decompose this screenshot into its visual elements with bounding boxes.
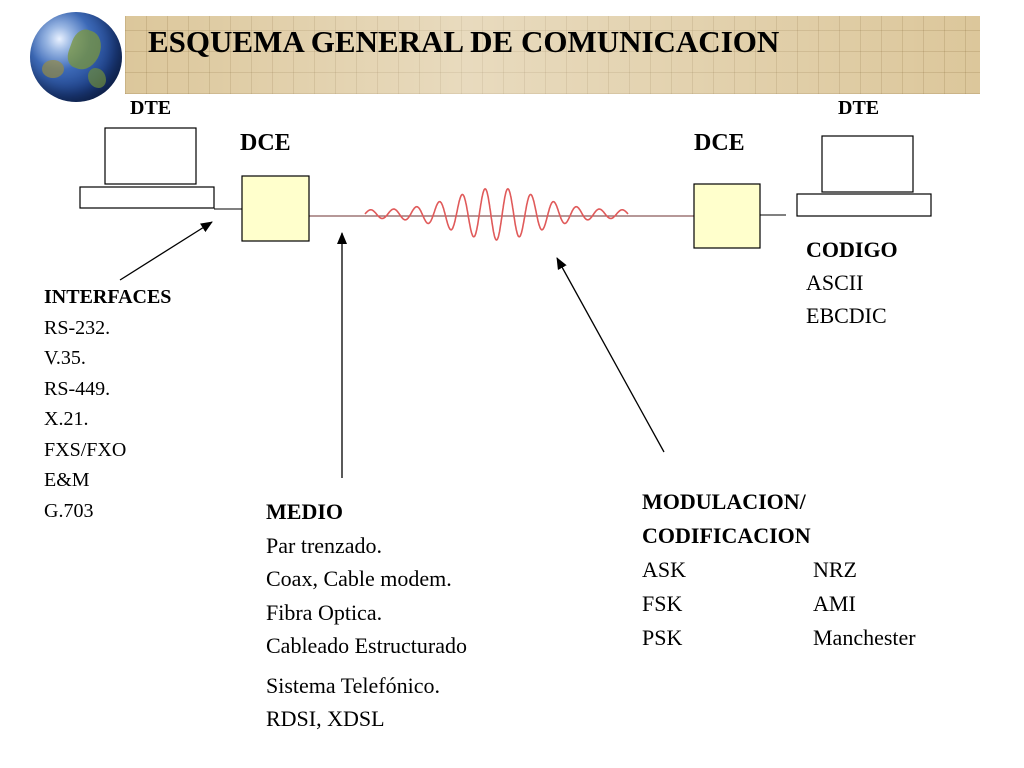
modulacion-heading: MODULACION/ [642, 489, 806, 514]
dte-left-monitor [104, 127, 197, 185]
codigo-item: ASCII [806, 270, 864, 295]
globe-land [42, 60, 64, 78]
interface-item: RS-232. [44, 316, 111, 339]
interfaces-heading: INTERFACES [44, 286, 172, 308]
dte-right-label: DTE [838, 97, 880, 119]
globe-land [88, 68, 106, 88]
title-band [125, 16, 980, 94]
dte-left-base [79, 186, 215, 209]
codigo-heading: CODIGO [806, 237, 898, 262]
dte-left-computer [79, 127, 215, 209]
interface-item: FXS/FXO [44, 438, 127, 461]
interface-item: RS-449. [44, 377, 111, 400]
coding-type: Manchester [813, 625, 916, 650]
modulation-type: FSK [642, 591, 683, 616]
medio-item: Par trenzado. [266, 532, 383, 558]
medio-block: MEDIO Par trenzado. Coax, Cable modem. F… [266, 495, 467, 736]
medio-item: Coax, Cable modem. [266, 566, 452, 591]
modulation-type: ASK [642, 557, 687, 582]
dce-left-box [241, 175, 310, 242]
interface-item: V.35. [44, 347, 86, 369]
medio-heading: MEDIO [266, 499, 343, 524]
dte-right-base [796, 193, 932, 217]
codigo-item: EBCDIC [806, 303, 887, 328]
medio-item: Fibra Optica. [266, 599, 383, 625]
modulacion-row: FSK AMI [642, 587, 916, 621]
coding-type: NRZ [813, 557, 857, 582]
signal-wave [364, 187, 629, 241]
medio-item: Sistema Telefónico. [266, 672, 441, 698]
dte-right-monitor [821, 135, 914, 193]
codificacion-heading: CODIFICACION [642, 523, 811, 548]
dte-left-label: DTE [130, 97, 172, 119]
interfaces-block: INTERFACES RS-232. V.35. RS-449. X.21. F… [44, 282, 171, 526]
dce-right-label: DCE [694, 130, 745, 156]
modulacion-row: ASK NRZ [642, 553, 916, 587]
codigo-block: CODIGO ASCII EBCDIC [806, 233, 898, 332]
modulacion-row: PSK Manchester [642, 621, 916, 655]
interface-item: E&M [44, 469, 90, 491]
globe-logo [30, 12, 122, 102]
dce-left-label: DCE [240, 130, 291, 156]
dte-right-computer [796, 135, 932, 217]
modulacion-arrow [556, 257, 665, 453]
interfaces-arrow [119, 221, 213, 281]
page-title: ESQUEMA GENERAL DE COMUNICACION [148, 24, 780, 59]
modulacion-block: MODULACION/ CODIFICACION ASK NRZ FSK AMI… [642, 485, 916, 655]
dce-right-box [693, 183, 761, 249]
modulation-type: PSK [642, 625, 683, 650]
interface-item: G.703 [44, 499, 94, 522]
medio-item: Cableado Estructurado [266, 633, 467, 658]
medio-item: RDSI, XDSL [266, 706, 385, 731]
coding-type: AMI [813, 591, 856, 616]
interface-item: X.21. [44, 408, 89, 430]
